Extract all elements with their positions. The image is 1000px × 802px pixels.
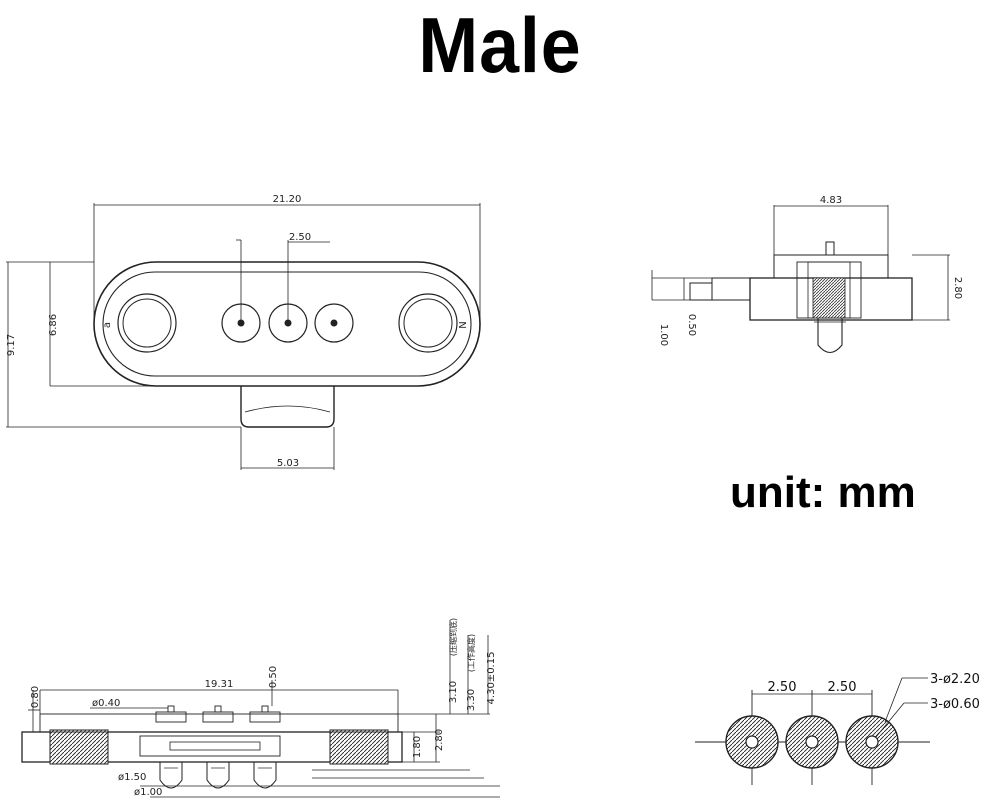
dim-height-total: 9.17 [6,334,17,356]
dim-width: 21.20 [273,194,302,205]
pin-inner-dia: 3-ø0.60 [930,697,980,712]
dim-tab-width: 5.03 [277,458,299,469]
top-body-outer [93,261,481,387]
side-dim-width: 4.83 [820,195,842,206]
front-dim-280: 2.80 [434,729,445,751]
dim-height-body: 6.86 [48,314,59,336]
front-dim-left-h: 0.80 [30,686,41,708]
side-dim-height: 2.80 [952,277,963,299]
front-dim-dia-100: ø1.00 [134,787,162,798]
front-dim-stroke-max: 3.10 [448,681,459,703]
title: Male [418,1,582,89]
side-view [651,205,950,354]
front-view [21,620,500,798]
dim-pitch: 2.50 [289,232,311,243]
unit-label: unit: mm [730,468,916,517]
front-dim-dia-150: ø1.50 [118,772,146,783]
pin-pitch-2: 2.50 [828,680,857,695]
top-tab [240,386,335,428]
front-dim-stroke-work: 3.30 [466,689,477,711]
pin-outer-dia: 3-ø2.20 [930,672,980,687]
marker-right: N [458,321,469,328]
marker-left: a [102,322,113,328]
front-dim-pin-dia: ø0.40 [92,698,120,709]
top-body-inner [102,271,472,377]
front-dim-pin-top: 0.50 [268,666,279,688]
side-dim-a: 1.00 [658,324,669,346]
front-note-stroke-max: (压缩到底) [448,618,458,656]
front-dim-180: 1.80 [412,736,423,758]
front-dim-total-h: 4.30±0.15 [486,652,497,705]
pin-pitch-1: 2.50 [768,680,797,695]
front-note-stroke-work: (工作高度) [466,634,476,672]
top-view [6,203,481,470]
front-dim-length: 19.31 [205,679,234,690]
side-dim-b: 0.50 [686,314,697,336]
pin-layout [695,677,930,785]
